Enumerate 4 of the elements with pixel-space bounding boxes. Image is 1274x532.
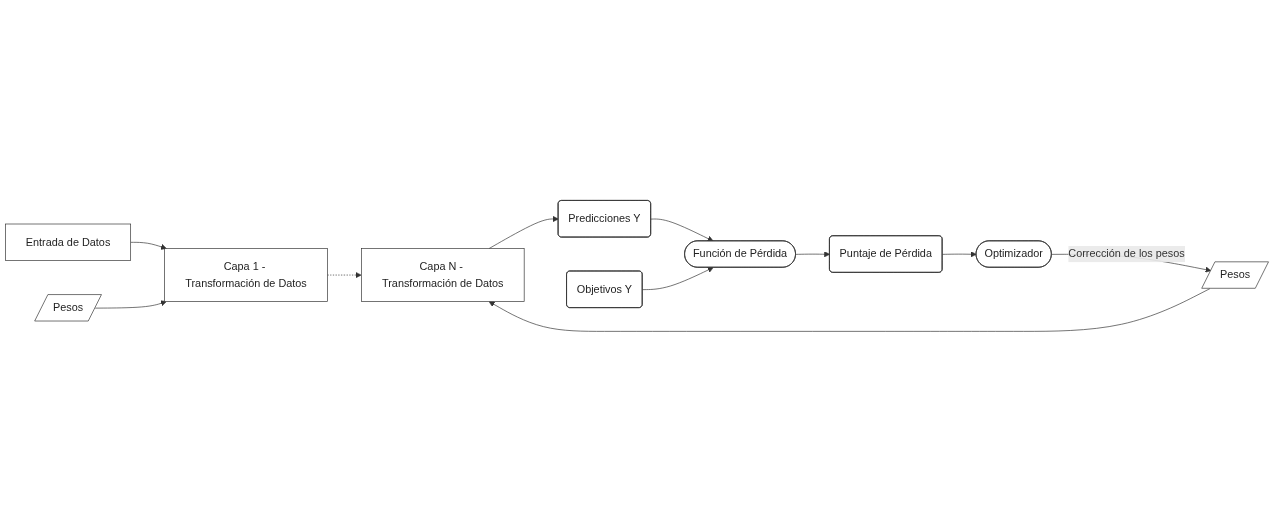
node-box: Entrada de Datos bbox=[5, 223, 131, 262]
node-box: Capa 1 - Transformación de Datos bbox=[164, 248, 328, 302]
node-box: Capa N - Transformación de Datos bbox=[361, 248, 525, 302]
edge-label: Corrección de los pesos bbox=[1068, 248, 1185, 260]
